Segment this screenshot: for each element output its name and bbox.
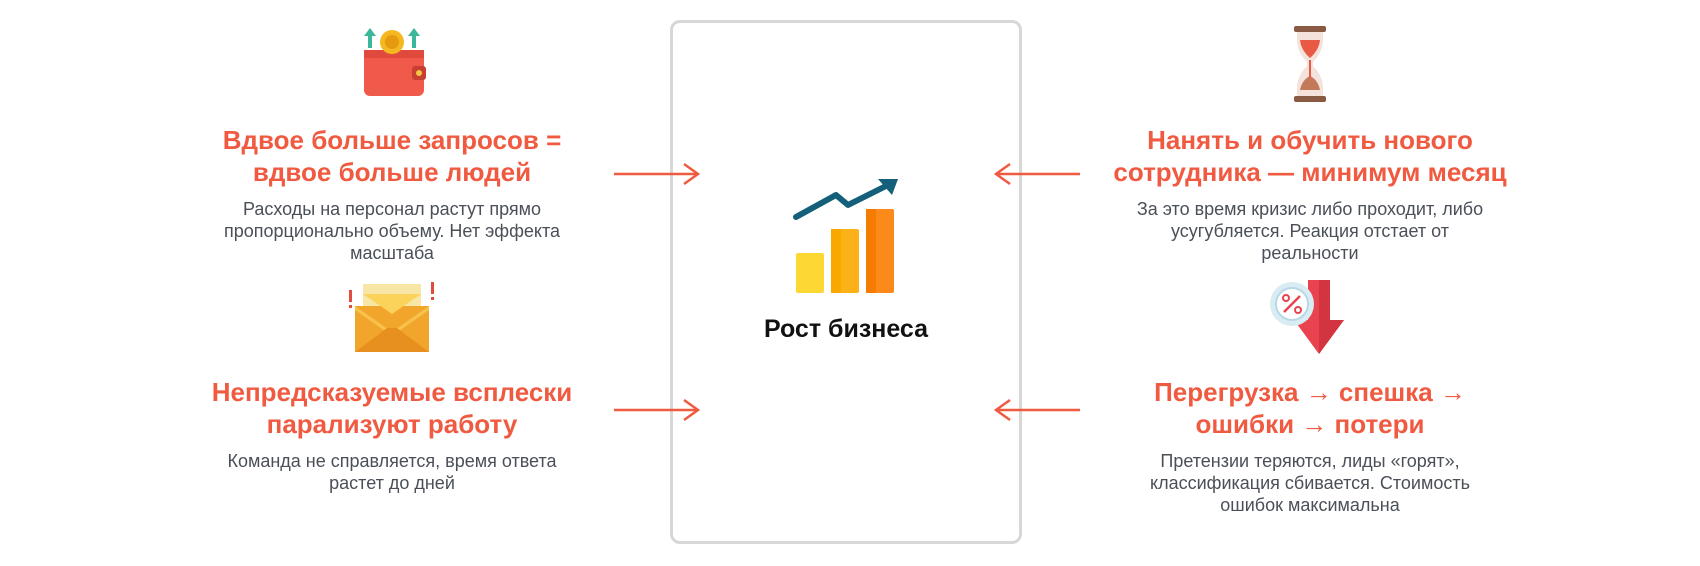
arrow-left-top [993, 162, 1080, 186]
center-title: Рост бизнеса [763, 315, 929, 343]
card-overload-losses: Перегрузка → спешка → ошибки → потери Пр… [1090, 280, 1530, 516]
card-title: Перегрузка → спешка → ошибки → потери [1154, 377, 1466, 439]
card-title: Вдвое больше запросов = вдвое больше люд… [222, 125, 562, 187]
center-frame: Рост бизнеса [670, 20, 1022, 544]
wallet-coin-icon [364, 28, 426, 96]
arrow-left-bottom [993, 398, 1080, 422]
card-unpredictable-spikes: Непредсказуемые всплески парализуют рабо… [172, 280, 612, 494]
arrow-right-bottom [614, 398, 701, 422]
envelope-alert-icon [349, 282, 434, 352]
card-description: Расходы на персонал растут прямо пропорц… [223, 199, 561, 263]
card-hiring-time: Нанять и обучить нового сотрудника — мин… [1090, 24, 1530, 264]
card-title: Непредсказуемые всплески парализуют рабо… [211, 377, 573, 439]
card-description: За это время кризис либо проходит, либо … [1136, 199, 1484, 263]
hourglass-icon [1294, 26, 1326, 102]
arrow-right-top [614, 162, 701, 186]
card-double-requests: Вдвое больше запросов = вдвое больше люд… [172, 24, 612, 264]
card-description: Команда не справляется, время ответа рас… [227, 451, 557, 493]
card-description: Претензии теряются, лиды «горят», класси… [1150, 451, 1470, 515]
card-title: Нанять и обучить нового сотрудника — мин… [1113, 125, 1507, 187]
percent-down-arrow-icon [1270, 280, 1344, 354]
growth-chart-icon [793, 179, 898, 293]
